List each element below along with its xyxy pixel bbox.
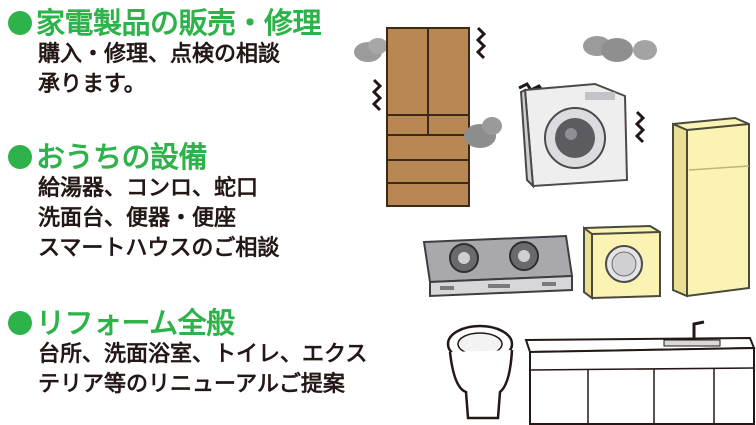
section-desc-line: 洗面台、便器・便座 xyxy=(38,206,237,231)
refrigerator-illustration xyxy=(352,20,502,210)
section-desc-line: 給湯器、コンロ、蛇口 xyxy=(38,176,259,201)
tall-cabinet-illustration xyxy=(665,110,751,300)
section-desc-line: スマートハウスのご相談 xyxy=(38,236,280,261)
section-title: リフォーム全般 xyxy=(8,306,367,340)
green-bullet-icon xyxy=(8,11,32,35)
gas-stove-illustration xyxy=(420,232,575,298)
section-home-equipment: おうちの設備 給湯器、コンロ、蛇口 洗面台、便器・便座 スマートハウスのご相談 xyxy=(8,140,279,264)
section-desc-line: 購入・修理、点検の相談 xyxy=(38,42,281,67)
section-title-text: リフォーム全般 xyxy=(36,306,235,340)
section-title: 家電製品の販売・修理 xyxy=(8,6,322,40)
section-desc-line: 承ります。 xyxy=(38,72,146,97)
section-title-text: おうちの設備 xyxy=(36,140,208,174)
kitchen-counter-illustration xyxy=(524,318,756,425)
section-reform: リフォーム全般 台所、洗面浴室、トイレ、エクス テリア等のリニューアルご提案 xyxy=(8,306,367,400)
washing-machine-illustration xyxy=(505,30,675,195)
toilet-illustration xyxy=(440,318,525,423)
section-desc-line: テリア等のリニューアルご提案 xyxy=(38,372,345,397)
section-title: おうちの設備 xyxy=(8,140,279,174)
section-appliances: 家電製品の販売・修理 購入・修理、点検の相談 承ります。 xyxy=(8,6,322,100)
section-title-text: 家電製品の販売・修理 xyxy=(36,6,322,40)
green-bullet-icon xyxy=(8,145,32,169)
water-heater-illustration xyxy=(580,218,664,300)
section-desc-line: 台所、洗面浴室、トイレ、エクス xyxy=(38,342,368,367)
green-bullet-icon xyxy=(8,311,32,335)
